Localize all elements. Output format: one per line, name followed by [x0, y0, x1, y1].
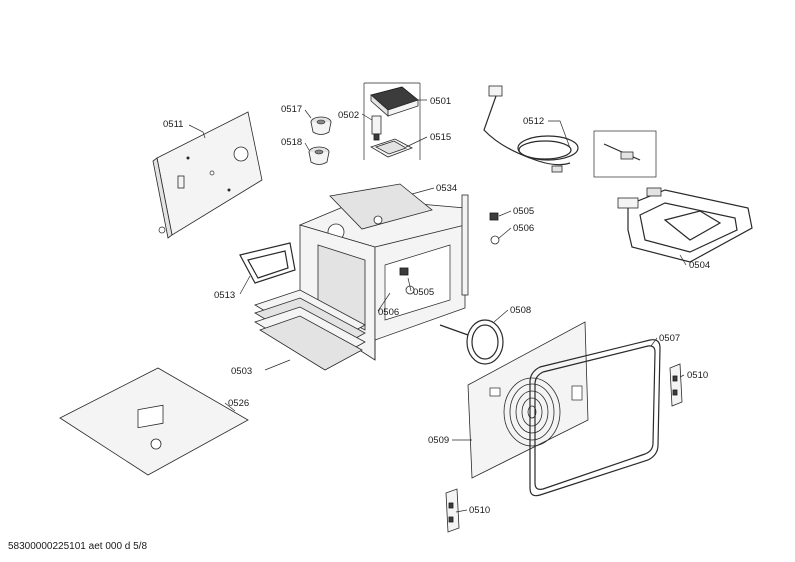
callout-0515: 0515 — [430, 132, 451, 143]
callout-0505-b: 0505 — [413, 287, 434, 298]
part-0513-bottom-heater — [239, 242, 296, 284]
part-0503-insulation — [254, 289, 366, 371]
part-0506-ring — [490, 235, 500, 245]
part-0507-door-seal — [529, 339, 661, 497]
callout-0517: 0517 — [281, 104, 302, 115]
callout-0513: 0513 — [214, 290, 235, 301]
callout-0534: 0534 — [436, 183, 457, 194]
callout-0505-a: 0505 — [513, 206, 534, 217]
part-0534-oven-cavity — [298, 183, 469, 361]
part-0501-control-module — [370, 86, 419, 117]
part-0508-ring-heater — [439, 319, 504, 365]
callout-0510-a: 0510 — [687, 370, 708, 381]
callout-0526: 0526 — [228, 398, 249, 409]
callout-0518: 0518 — [281, 137, 302, 148]
part-0502-lamp-socket — [371, 115, 382, 141]
callout-0501: 0501 — [430, 96, 451, 107]
part-0517-lamp-cover — [310, 116, 332, 135]
part-0512-wiring — [483, 85, 657, 178]
callout-0507: 0507 — [659, 333, 680, 344]
callout-0502: 0502 — [338, 110, 359, 121]
part-0518-lamp-cover — [308, 146, 330, 165]
callout-0511: 0511 — [163, 119, 183, 130]
part-0526-insulation-mat — [59, 367, 249, 476]
part-0510-hinge-bottom — [445, 488, 460, 533]
callout-0506-b: 0506 — [378, 307, 399, 318]
callout-0504: 0504 — [689, 260, 710, 271]
document-footer: 58300000225101 aet 000 d 5/8 — [8, 541, 148, 552]
part-0510-hinge-top — [669, 363, 683, 407]
part-0505-clip — [489, 212, 499, 221]
part-0509-fan-cover — [467, 321, 589, 479]
part-0515-lamp-glass — [370, 138, 413, 158]
callout-0503: 0503 — [231, 366, 252, 377]
part-0505-clip-2 — [399, 267, 409, 276]
part-0504-grill-heating-element — [617, 187, 753, 263]
callout-0512: 0512 — [523, 116, 544, 127]
callout-0509: 0509 — [428, 435, 449, 446]
part-0511-back-panel — [152, 111, 263, 239]
leader-lines — [188, 99, 687, 513]
callout-0506-a: 0506 — [513, 223, 534, 234]
callout-0510-b: 0510 — [469, 505, 490, 516]
callout-0508: 0508 — [510, 305, 531, 316]
